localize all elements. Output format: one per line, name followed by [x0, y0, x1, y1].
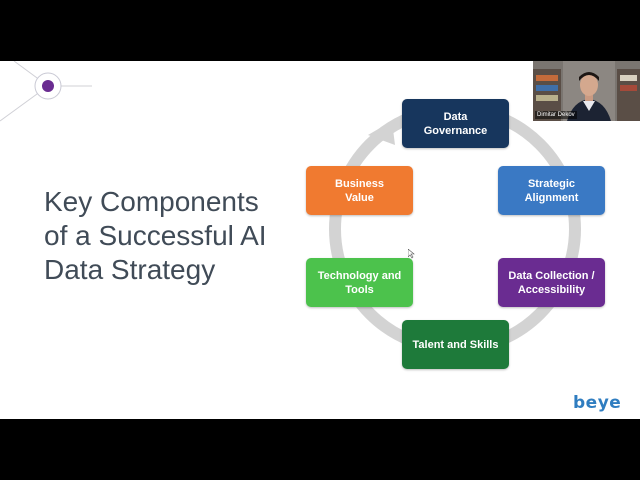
- component-data-collection: Data Collection /Accessibility: [498, 258, 605, 307]
- webcam-thumbnail[interactable]: Dimitar Dekov: [533, 61, 640, 121]
- component-label: Talent and Skills: [413, 338, 499, 352]
- participant-name: Dimitar Dekov: [535, 111, 577, 119]
- mouse-cursor-icon: [408, 249, 416, 259]
- component-label: Data Collection /Accessibility: [508, 269, 594, 297]
- beye-logo: beye: [573, 393, 621, 413]
- component-talent-and-skills: Talent and Skills: [402, 320, 509, 369]
